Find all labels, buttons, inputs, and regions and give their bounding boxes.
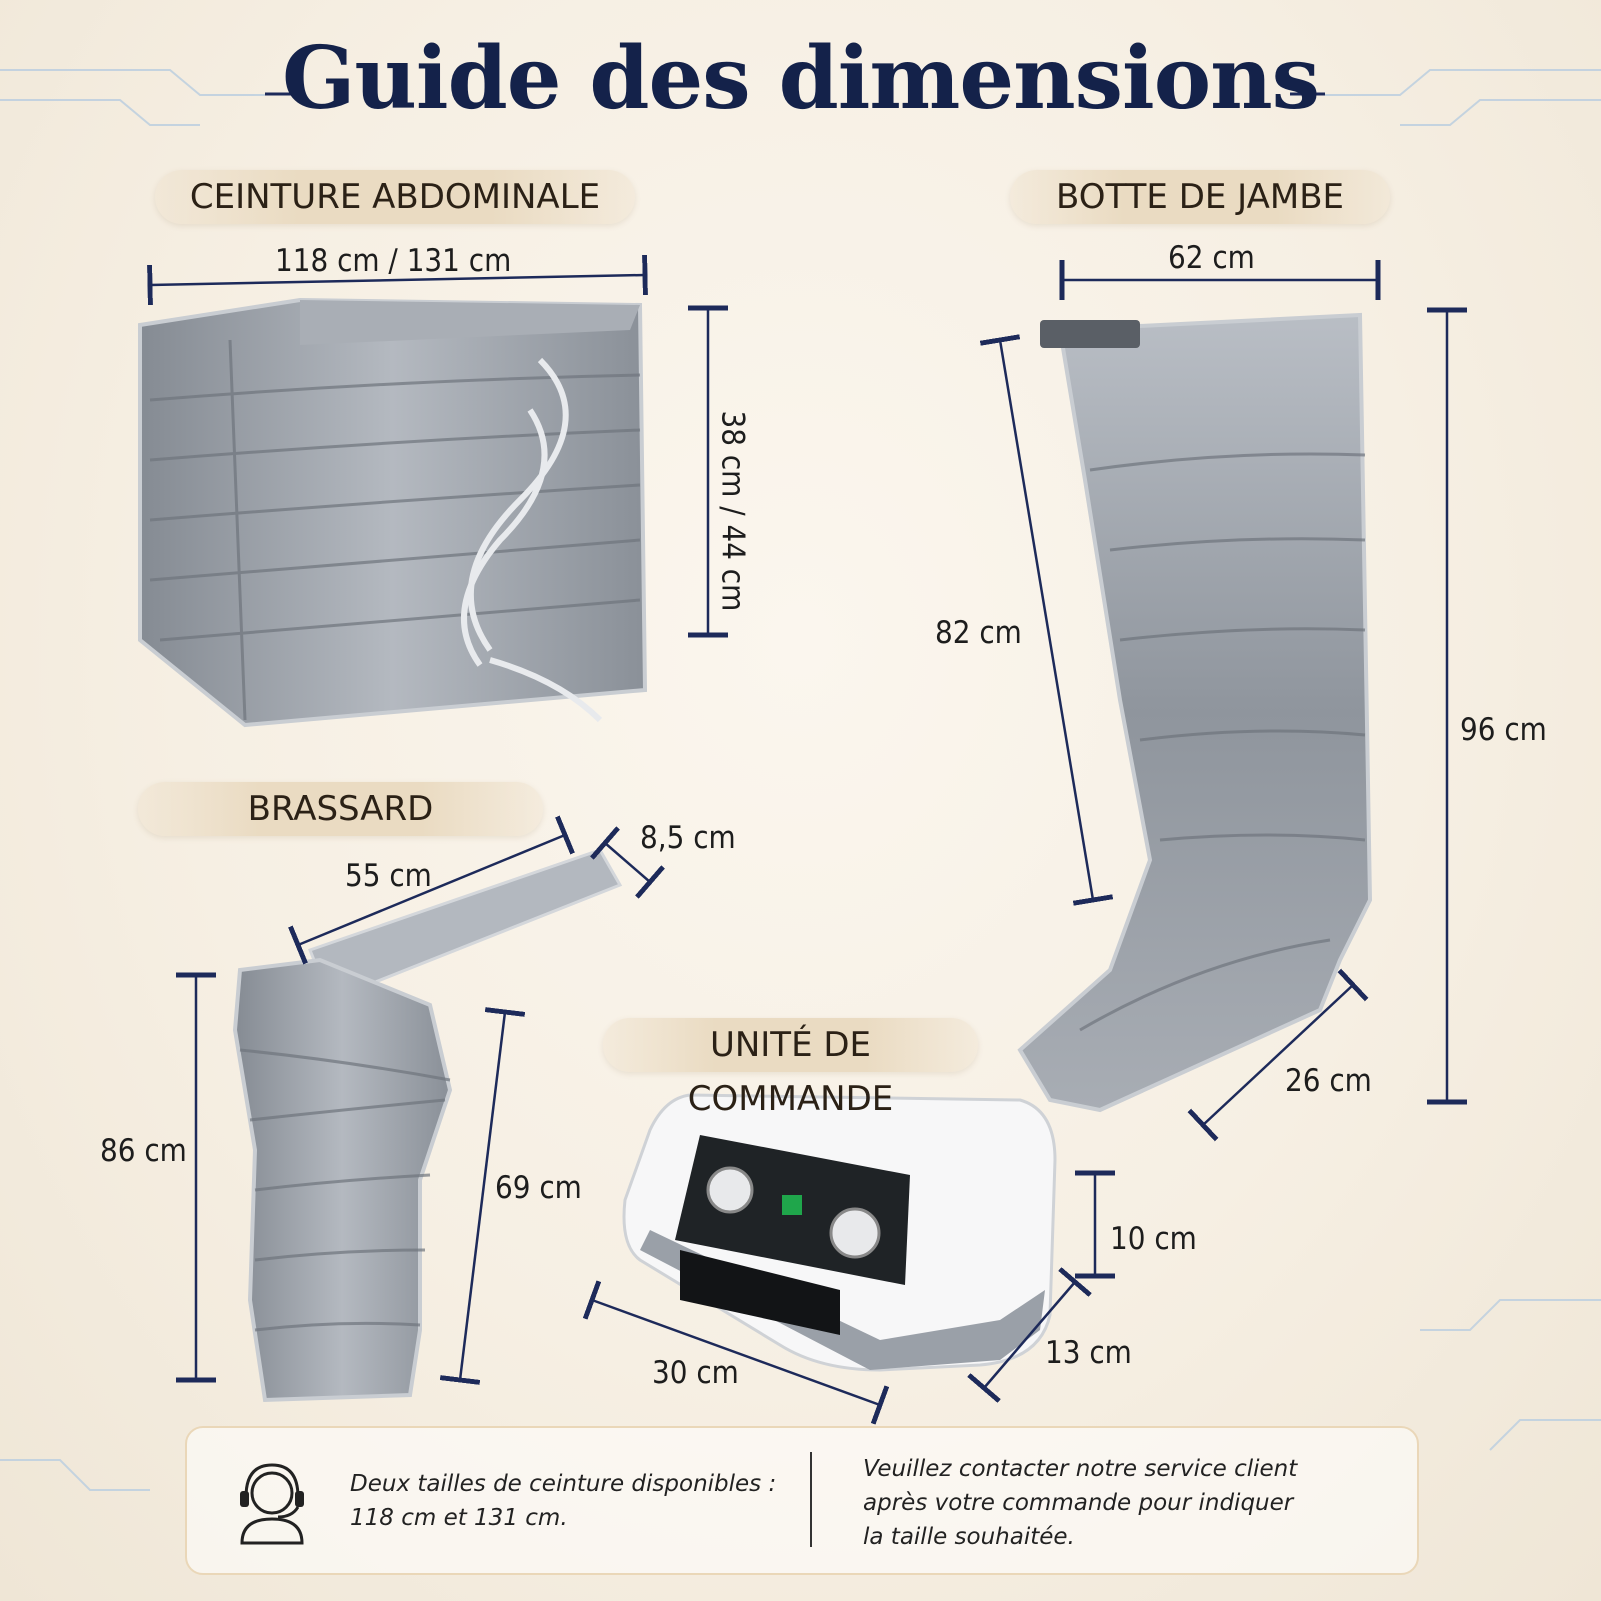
page-title: Guide des dimensions — [281, 28, 1320, 129]
control-width-label: 30 cm — [652, 1355, 739, 1391]
boot-total-length-label: 96 cm — [1460, 712, 1547, 748]
notice-right-line3: la taille souhaitée. — [863, 1524, 1075, 1550]
arm-sleeve-drawing — [232, 848, 623, 1403]
arm-strap-length-label: 55 cm — [345, 858, 432, 894]
arm-strap-width-label: 8,5 cm — [640, 820, 736, 856]
notice-left-line2: 118 cm et 131 cm. — [350, 1505, 568, 1531]
notice-left-text: Deux tailles de ceinture disponibles : 1… — [350, 1467, 790, 1535]
control-unit-drawing — [622, 1093, 1057, 1372]
boot-width-label: 62 cm — [1168, 240, 1255, 276]
belt-height-label: 38 cm / 44 cm — [714, 410, 751, 612]
notice-right-line2: après votre commande pour indiquer — [863, 1490, 1294, 1516]
notice-divider — [810, 1452, 812, 1547]
circuit-decoration — [0, 69, 1601, 1491]
leg-boot-drawing — [1017, 312, 1373, 1113]
boot-inner-length-label: 82 cm — [935, 615, 1022, 651]
label-leg-boot: BOTTE DE JAMBE — [1010, 170, 1390, 224]
label-arm-sleeve: BRASSARD — [138, 782, 543, 836]
boot-foot-label: 26 cm — [1285, 1063, 1372, 1099]
control-depth-label: 13 cm — [1045, 1335, 1132, 1371]
belt-width-label: 118 cm / 131 cm — [275, 243, 512, 279]
headset-support-icon — [232, 1455, 312, 1545]
label-control-unit: UNITÉ DE COMMANDE — [603, 1018, 978, 1119]
notice-box — [185, 1426, 1419, 1575]
notice-right-text: Veuillez contacter notre service client … — [863, 1452, 1363, 1554]
notice-right-line1: Veuillez contacter notre service client — [863, 1456, 1298, 1482]
arm-total-length-label: 86 cm — [100, 1133, 187, 1169]
abdominal-belt-drawing — [138, 297, 648, 728]
label-abdominal-belt: CEINTURE ABDOMINALE — [155, 170, 635, 224]
arm-inner-length-label: 69 cm — [495, 1170, 582, 1206]
control-height-label: 10 cm — [1110, 1221, 1197, 1257]
notice-left-line1: Deux tailles de ceinture disponibles : — [350, 1471, 777, 1497]
